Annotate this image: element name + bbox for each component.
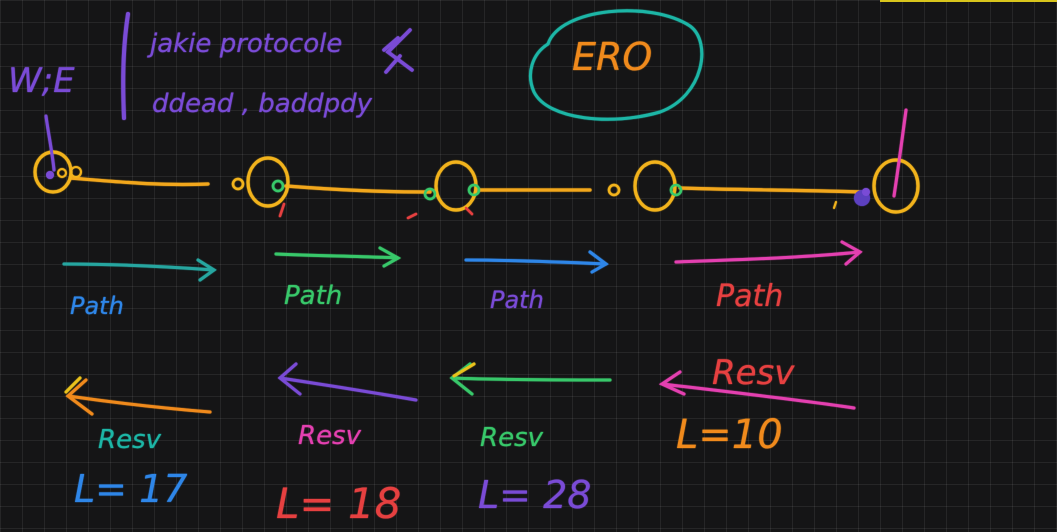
path-arrow-1 bbox=[62, 258, 217, 282]
path-label-1: Path bbox=[70, 292, 124, 320]
metric-label-4: L=10 bbox=[676, 412, 783, 458]
resv-label-4: Resv bbox=[712, 353, 795, 393]
header-notes: W;E jakie protocole ddead , baddpdy bbox=[8, 12, 414, 120]
header-left-text: W;E bbox=[8, 61, 75, 101]
ero-circle bbox=[529, 9, 704, 121]
metric-label-2: L= 18 bbox=[276, 479, 401, 528]
router-node-4[interactable] bbox=[607, 160, 683, 212]
resv-arrow-4 bbox=[658, 370, 856, 410]
metric-label-3: L= 28 bbox=[478, 473, 591, 517]
path-label-4: Path bbox=[716, 279, 783, 314]
link-4 bbox=[678, 186, 864, 194]
resv-arrow-3 bbox=[449, 362, 612, 396]
path-messages: Path Path Path Path bbox=[62, 240, 863, 320]
resv-arrow-1 bbox=[65, 378, 212, 416]
metric-label-1: L= 17 bbox=[74, 467, 187, 511]
resv-arrow-3-head-mark bbox=[452, 362, 476, 378]
router-node-5[interactable] bbox=[833, 108, 920, 214]
router-node-2[interactable] bbox=[231, 156, 290, 218]
path-label-2: Path bbox=[284, 281, 342, 311]
resv-label-1: Resv bbox=[98, 425, 162, 455]
header-divider bbox=[121, 12, 130, 120]
header-line1-text: jakie protocole bbox=[147, 29, 342, 59]
header-line2-text: ddead , baddpdy bbox=[152, 89, 373, 119]
resv-arrow-2 bbox=[277, 362, 418, 402]
resv-messages: Resv Resv Resv Resv bbox=[64, 353, 856, 455]
link-2 bbox=[284, 184, 432, 194]
link-1 bbox=[68, 176, 210, 187]
resv-label-2: Resv bbox=[298, 421, 362, 451]
router-chain bbox=[33, 108, 920, 220]
path-arrow-4 bbox=[674, 240, 863, 266]
path-arrow-3 bbox=[464, 250, 609, 274]
ero-text: ERO bbox=[572, 35, 652, 79]
metric-values: L= 17 L= 18 L= 28 L=10 bbox=[74, 412, 783, 528]
ero-note: ERO bbox=[529, 9, 704, 121]
router-node-1[interactable] bbox=[33, 114, 82, 194]
resv-label-3: Resv bbox=[480, 423, 544, 453]
path-arrow-2 bbox=[274, 246, 402, 268]
resv-arrow-1-head-mark bbox=[64, 376, 82, 394]
header-brace-mark bbox=[382, 28, 414, 74]
path-label-3: Path bbox=[490, 286, 544, 314]
router-node-3[interactable] bbox=[406, 160, 481, 220]
